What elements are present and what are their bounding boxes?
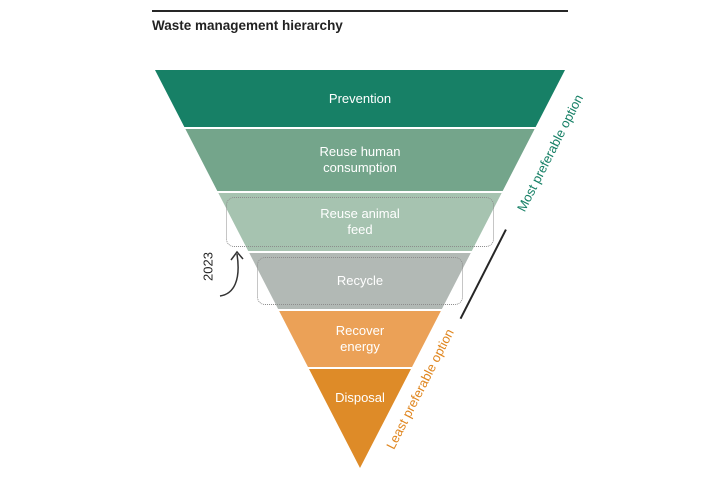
funnel-level-4: Recycle [248,252,472,310]
funnel-level-6: Disposal [308,368,412,468]
chart-title: Waste management hierarchy [152,18,343,33]
band-separator [155,367,565,369]
funnel-level-3: Reuse animal feed [217,192,503,252]
highlight-box-level-3 [225,197,495,247]
band-separator [155,127,565,129]
title-rule [152,10,568,12]
funnel-level-1: Prevention [155,70,565,128]
band-separator [155,309,565,311]
year-arrow-icon [219,250,244,297]
funnel-level-2: Reuse human consumption [184,128,536,192]
funnel-level-label: Reuse animal feed [320,205,400,237]
band-separator [155,251,565,253]
highlight-box-level-4 [256,257,464,305]
funnel-level-label: Prevention [328,90,392,106]
funnel-level-label: Reuse human consumption [319,143,401,175]
funnel-level-label: Disposal [335,389,385,405]
funnel-level-5: Recover energy [278,310,442,368]
band-separator [155,191,565,193]
funnel-level-label: Recover energy [335,322,385,354]
funnel-level-label: Recycle [336,272,384,288]
